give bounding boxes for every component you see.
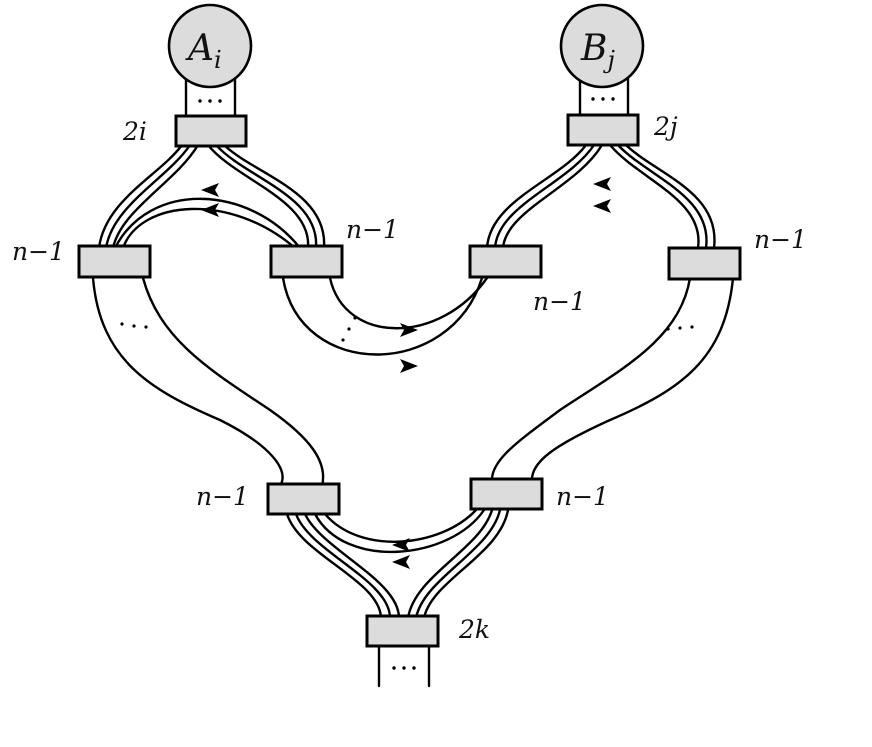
label-bottom-left: n−1	[196, 482, 249, 511]
node-b-label: Bj	[580, 28, 615, 74]
box-left-outer	[77, 244, 152, 279]
label-left-outer: n−1	[12, 237, 65, 266]
left-lower-strands	[91, 276, 325, 488]
right-upper-strands	[485, 143, 716, 250]
arrow-right-lobe-2	[593, 199, 611, 213]
left-lobe-arrows	[113, 197, 302, 250]
box-left-inner	[269, 244, 344, 279]
arrow-bottom-2	[392, 555, 410, 569]
node-a-label: Ai	[185, 28, 222, 74]
arrow-middle-2	[400, 359, 418, 373]
box-bottom-right	[469, 477, 544, 511]
node-b-dots	[591, 97, 615, 101]
label-bottom: 2k	[458, 615, 490, 644]
bottom-outgoing	[377, 643, 431, 688]
box-top-left	[174, 114, 248, 148]
bottom-arrow-arcs	[313, 508, 486, 553]
left-upper-strands	[97, 143, 326, 250]
box-top-right	[566, 113, 640, 147]
node-a-dots	[198, 99, 222, 103]
arrow-bottom-1	[392, 538, 410, 552]
label-right-outer: n−1	[754, 225, 807, 254]
label-bottom-right: n−1	[556, 482, 609, 511]
box-bottom-left	[266, 482, 341, 516]
right-lower-strands	[490, 276, 735, 484]
arrow-left-lobe-1	[201, 183, 219, 197]
arrow-middle-1	[400, 323, 418, 337]
box-right-outer	[667, 246, 742, 281]
box-bottom	[365, 614, 440, 648]
box-right-inner	[468, 244, 543, 279]
node-a: Ai	[167, 3, 253, 120]
label-left-inner: n−1	[346, 215, 399, 244]
middle-upper-arc	[281, 276, 489, 356]
label-right-inner: n−1	[533, 287, 586, 316]
arrow-left-lobe-2	[201, 203, 219, 217]
label-top-right: 2j	[653, 112, 678, 141]
bottom-strands	[285, 508, 510, 620]
arrow-right-lobe-1	[593, 177, 611, 191]
node-b: Bj	[559, 3, 645, 120]
strand-ellipses	[120, 316, 694, 342]
arrowheads	[201, 177, 611, 569]
label-top-left: 2i	[122, 117, 147, 146]
